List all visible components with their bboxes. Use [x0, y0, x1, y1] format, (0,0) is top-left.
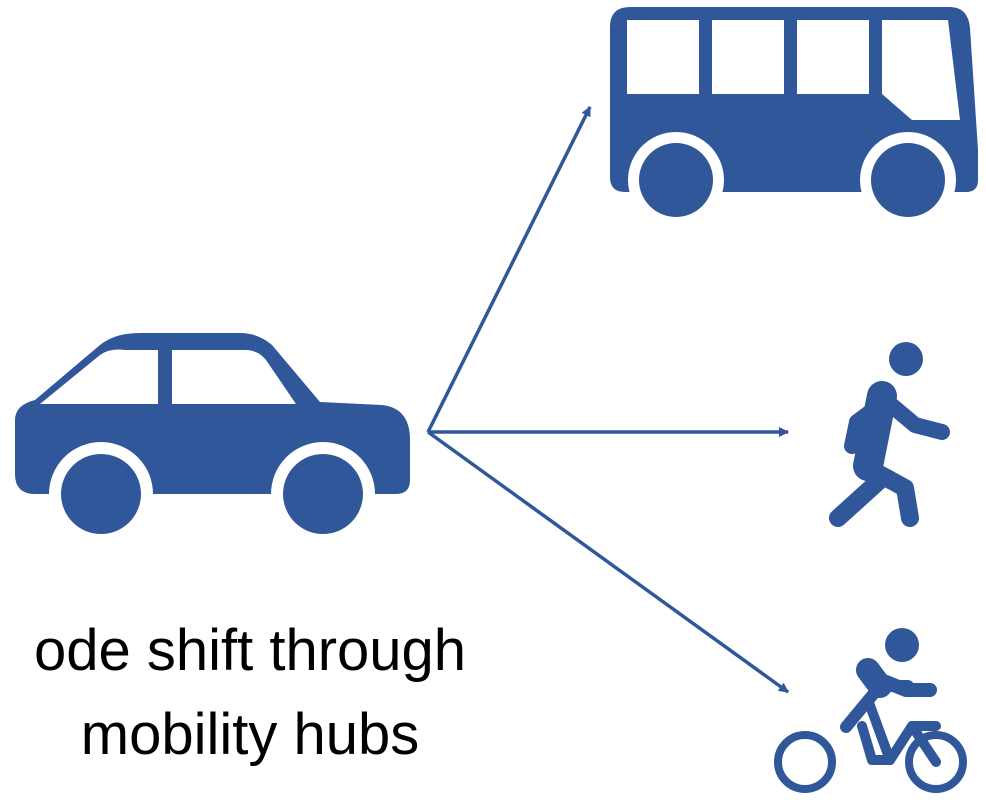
caption-line-2: mobility hubs	[80, 702, 420, 767]
bus-icon	[610, 7, 978, 228]
bicycle-icon	[774, 628, 967, 793]
pedestrian-icon	[829, 342, 950, 527]
arrows	[426, 106, 790, 694]
caption-line-1: ode shift through	[33, 618, 467, 683]
car-icon	[15, 333, 410, 546]
arrow-to-bus	[426, 106, 592, 433]
arrow-to-bicycle	[426, 430, 790, 694]
